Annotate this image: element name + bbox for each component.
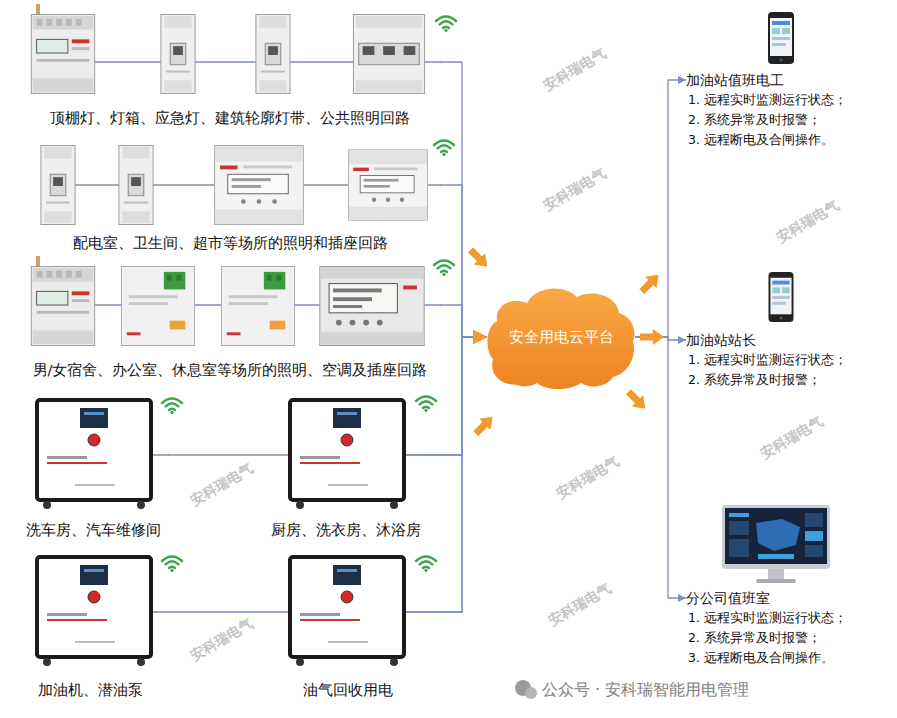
function-item: 3. 远程断电及合闸操作。 [686, 648, 847, 668]
connector [415, 337, 487, 612]
device-row [434, 261, 454, 276]
function-item: 1. 远程实时监测运行状态； [686, 608, 847, 628]
user-role: 分公司值班室1. 远程实时监测运行状态；2. 系统异常及时报警；3. 远程断电及… [686, 588, 847, 668]
watermark: 安科瑞电气 [540, 165, 610, 216]
watermark: 安科瑞电气 [545, 580, 615, 631]
device-row [31, 256, 454, 346]
zone-caption: 配电室、卫生间、超市等场所的照明和插座回路 [73, 233, 388, 253]
terminal-device [768, 12, 794, 64]
device-row [31, 266, 94, 345]
watermark: 安科瑞电气 [553, 453, 623, 504]
cabinet-row [162, 399, 182, 414]
connector [635, 80, 686, 337]
device-zone: 顶棚灯、灯箱、应急灯、建筑轮廓灯带、公共照明回路 [20, 10, 440, 128]
device-row [348, 150, 427, 220]
connector [440, 62, 487, 337]
cabinet-row [290, 557, 404, 666]
signal-arrow [640, 329, 664, 345]
watermark: 安科瑞电气 [773, 197, 843, 248]
cabinet-row [37, 397, 436, 510]
connector [635, 337, 686, 598]
signal-arrow [623, 386, 651, 414]
function-item: 3. 远程断电及合闸操作。 [686, 130, 847, 150]
device-row [256, 14, 290, 93]
zone-caption: 男/女宿舍、办公室、休息室等场所的照明、空调及插座回路 [33, 360, 428, 380]
wechat-icon [515, 680, 537, 699]
terminal-device [769, 272, 794, 322]
user-role: 加油站站长1. 远程实时监测运行状态；2. 系统异常及时报警； [686, 330, 847, 390]
signal-arrow [465, 244, 493, 272]
role-title: 加油站站长 [686, 330, 847, 350]
cabinet-row [37, 400, 151, 509]
watermark: 安科瑞电气 [187, 460, 257, 511]
device-row [215, 145, 304, 224]
device-row [320, 266, 424, 345]
cabinet-row [37, 557, 436, 667]
cabinet-row [162, 557, 182, 572]
function-item: 2. 系统异常及时报警； [686, 110, 847, 130]
zone-caption: 顶棚灯、灯箱、应急灯、建筑轮廓灯带、公共照明回路 [50, 108, 410, 128]
zone-caption: 油气回收用电 [303, 680, 393, 700]
device-zone: 加油机、潜油泵 [25, 555, 155, 700]
device-row [119, 145, 153, 224]
zone-caption: 加油机、潜油泵 [38, 680, 143, 700]
terminal-device [722, 505, 830, 583]
function-item: 2. 系统异常及时报警； [686, 628, 847, 648]
device-row [41, 145, 75, 224]
device-row [41, 141, 454, 225]
device-row [353, 14, 424, 93]
connector [424, 337, 488, 455]
device-row [31, 14, 94, 93]
device-row [436, 17, 456, 32]
signal-arrow [636, 269, 664, 297]
device-zone: 洗车房、汽车维修间 [18, 398, 168, 540]
device-zone: 男/女宿舍、办公室、休息室等场所的照明、空调及插座回路 [20, 262, 440, 380]
account-note: 公众号 · 安科瑞智能用电管理 [542, 680, 749, 700]
device-row [31, 4, 456, 94]
device-row [161, 14, 195, 93]
cabinet-row [290, 400, 404, 509]
device-zone: 配电室、卫生间、超市等场所的照明和插座回路 [20, 140, 440, 253]
watermark: 安科瑞电气 [540, 45, 610, 96]
device-row [221, 266, 294, 345]
cabinet-row [37, 557, 151, 666]
watermark: 安科瑞电气 [757, 413, 827, 464]
device-row [121, 266, 194, 345]
device-zone: 油气回收用电 [280, 555, 415, 700]
connector [440, 305, 487, 337]
signal-arrow [470, 411, 498, 439]
zone-caption: 洗车房、汽车维修间 [26, 520, 161, 540]
function-item: 2. 系统异常及时报警； [686, 370, 847, 390]
role-title: 加油站值班电工 [686, 70, 847, 90]
wechat-icon [525, 687, 537, 699]
platform-label: 安全用电云平台 [509, 327, 614, 347]
cabinet-row [416, 557, 436, 572]
device-zone: 厨房、洗衣房、沐浴房 [268, 398, 424, 540]
role-title: 分公司值班室 [686, 588, 847, 608]
cabinet-row [416, 397, 436, 412]
user-role: 加油站值班电工1. 远程实时监测运行状态；2. 系统异常及时报警；3. 远程断电… [686, 70, 847, 150]
cloud-platform: 安全用电云平台 [487, 283, 635, 391]
function-item: 1. 远程实时监测运行状态； [686, 90, 847, 110]
cloud-outline [487, 288, 634, 389]
zone-caption: 厨房、洗衣房、沐浴房 [271, 520, 421, 540]
device-row [434, 141, 454, 156]
function-item: 1. 远程实时监测运行状态； [686, 350, 847, 370]
signal-arrow [465, 244, 665, 439]
watermark: 安科瑞电气 [187, 615, 257, 666]
